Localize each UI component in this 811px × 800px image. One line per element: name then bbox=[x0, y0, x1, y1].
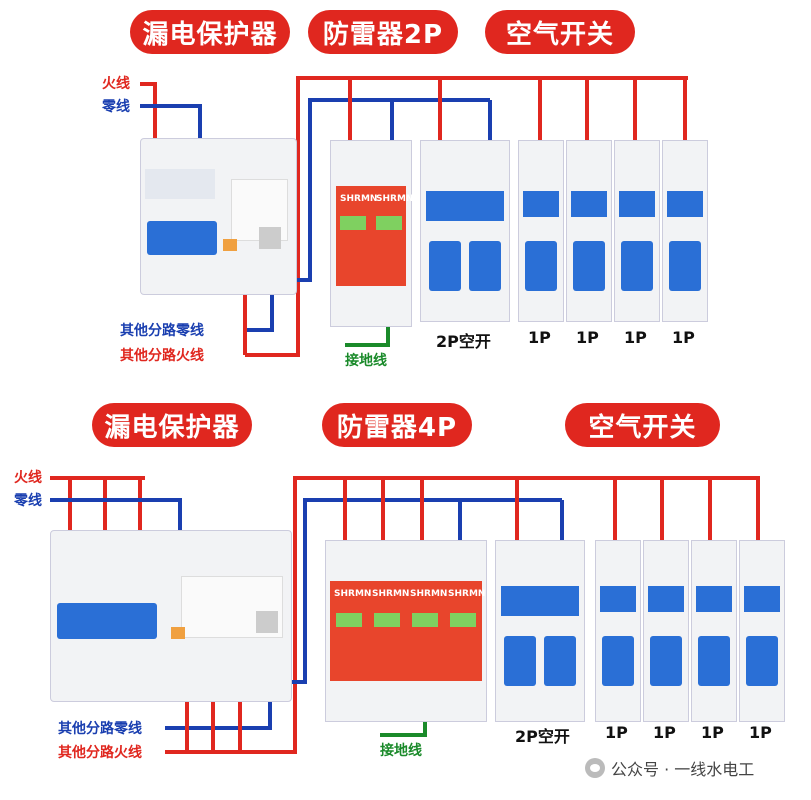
spd-brand-label: SHRMN bbox=[334, 589, 372, 599]
mcb-1p-bottom-1 bbox=[595, 540, 641, 722]
mcb-1p-top-2 bbox=[566, 140, 612, 322]
top-breaker-label-1p: 1P bbox=[528, 328, 551, 347]
mcb-1p-bottom-3 bbox=[691, 540, 737, 722]
bottom-breaker-label-1p: 1P bbox=[605, 723, 628, 742]
top-branch-neutral-label: 其他分路零线 bbox=[120, 323, 204, 339]
top-live-label: 火线 bbox=[102, 76, 130, 92]
bottom-branch-live bbox=[165, 476, 760, 754]
top-breaker-label-1p: 1P bbox=[624, 328, 647, 347]
bottom-branch-live-label: 其他分路火线 bbox=[58, 745, 142, 761]
bottom-branch-neutral-label: 其他分路零线 bbox=[58, 721, 142, 737]
spd-bottom: SHRMN SHRMN SHRMN SHRMN bbox=[325, 540, 487, 722]
header-spd-bottom: 防雷器4P bbox=[322, 403, 472, 447]
bottom-live-label: 火线 bbox=[14, 470, 42, 486]
spd-brand-label: SHRMN bbox=[410, 589, 448, 599]
spd-brand-label: SHRMN bbox=[372, 589, 410, 599]
top-ground bbox=[345, 318, 390, 347]
top-branch-live bbox=[245, 76, 688, 357]
rcd-top bbox=[140, 138, 297, 295]
mcb-1p-top-3 bbox=[614, 140, 660, 322]
spd-top: SHRMN SHRMN bbox=[330, 140, 414, 327]
top-ground-label: 接地线 bbox=[345, 353, 387, 369]
header-rcd-bottom: 漏电保护器 bbox=[92, 403, 252, 447]
mcb-2p-bottom bbox=[495, 540, 585, 722]
bottom-ground-label: 接地线 bbox=[380, 743, 422, 759]
bottom-breaker-label-2p: 2P空开 bbox=[515, 727, 570, 746]
mcb-2p-top bbox=[420, 140, 510, 322]
mcb-1p-top-4 bbox=[662, 140, 708, 322]
rcd-bottom bbox=[50, 530, 292, 702]
top-breaker-label-2p: 2P空开 bbox=[436, 332, 491, 351]
top-neutral-in bbox=[140, 104, 202, 150]
header-mcb-bottom: 空气开关 bbox=[565, 403, 720, 447]
spd-brand-label: SHRMN bbox=[376, 194, 414, 204]
spd-brand-label: SHRMN bbox=[448, 589, 486, 599]
bottom-breaker-label-1p: 1P bbox=[701, 723, 724, 742]
mcb-1p-bottom-2 bbox=[643, 540, 689, 722]
bottom-neutral-in bbox=[50, 498, 182, 540]
mcb-1p-top-1 bbox=[518, 140, 564, 322]
top-breaker-label-1p: 1P bbox=[576, 328, 599, 347]
header-mcb-top: 空气开关 bbox=[485, 10, 635, 54]
footer-text: 公众号 · 一线水电工 bbox=[611, 760, 755, 779]
top-neutral-label: 零线 bbox=[102, 99, 130, 115]
header-rcd-top: 漏电保护器 bbox=[130, 10, 290, 54]
footer-watermark: 公众号 · 一线水电工 bbox=[585, 756, 754, 780]
top-breaker-label-1p: 1P bbox=[672, 328, 695, 347]
spd-brand-label: SHRMN bbox=[340, 194, 378, 204]
bottom-breaker-label-1p: 1P bbox=[749, 723, 772, 742]
top-live-in bbox=[140, 82, 157, 150]
bottom-breaker-label-1p: 1P bbox=[653, 723, 676, 742]
mcb-1p-bottom-4 bbox=[739, 540, 785, 722]
header-spd-top: 防雷器2P bbox=[308, 10, 458, 54]
bottom-neutral-label: 零线 bbox=[14, 493, 42, 509]
wechat-icon bbox=[585, 758, 605, 778]
top-branch-live-label: 其他分路火线 bbox=[120, 348, 204, 364]
